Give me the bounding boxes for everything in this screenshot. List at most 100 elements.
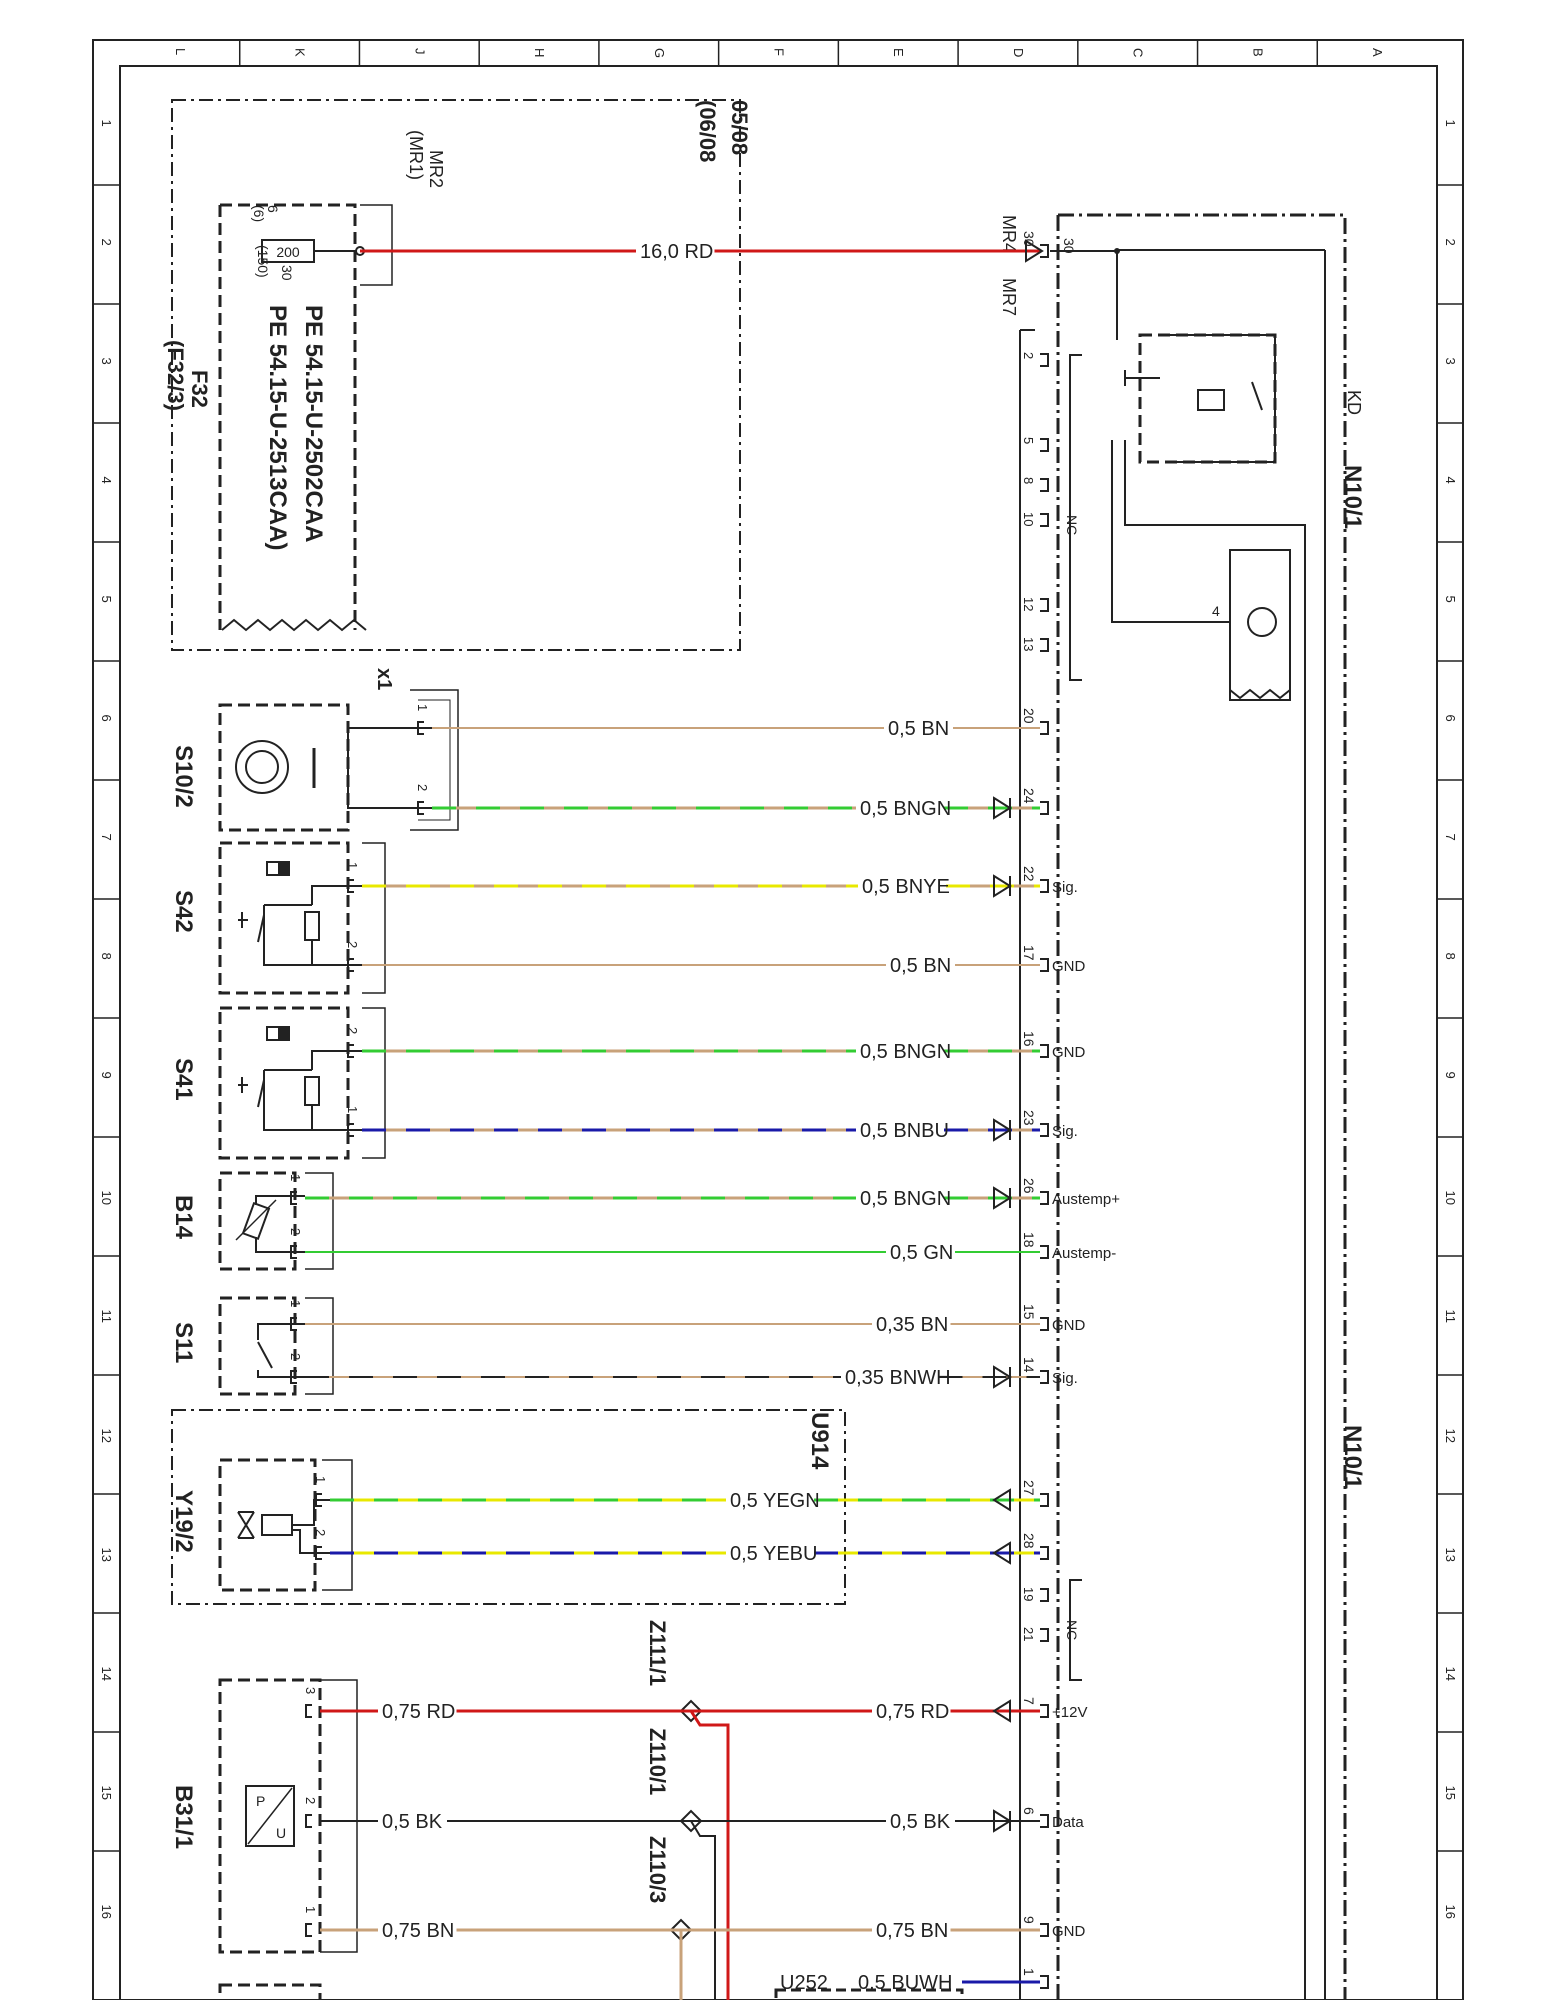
splice-z111-1-branch [689,1710,730,2000]
column-label-j: J [412,48,427,55]
wire-label: 0,35 BN [876,1314,948,1336]
row-label-right-8: 8 [1443,953,1458,960]
module-pin-terminal [1040,1317,1049,1331]
module-pin-number: 14 [1021,1357,1037,1373]
module-pin-terminal [1040,1493,1049,1507]
module-pin-number: 17 [1021,945,1037,961]
wire-left-label: 0,75 RD [382,1701,455,1723]
component-pin-number: 2 [313,1529,328,1536]
connector-mr7-label: MR7 [999,278,1019,316]
component-pin-number: 2 [415,784,430,791]
nc-pin-terminal [1040,513,1049,527]
sheet-ref-alt: (06/08 [695,100,720,162]
nc-pin-terminal [1040,638,1049,652]
row-label-right-11: 11 [1443,1310,1458,1324]
signal-label: Sig. [1052,1370,1078,1387]
s41-label: S41 [170,1058,197,1101]
wire-arrow [993,1365,1012,1389]
module-name-repeat: N10/1 [1339,1425,1366,1489]
module-pin-number: 24 [1021,788,1037,804]
row-label-left-2: 2 [99,239,114,246]
module-outline [1056,213,1347,2000]
signal-label: Austemp+ [1052,1191,1120,1208]
module-pin-number: 20 [1021,708,1037,724]
fuse-connector-label: MR2 [426,150,446,188]
s11-connector [305,1297,334,1395]
sheet-ref: 05/08 [727,100,752,155]
wire-arrow [992,1699,1011,1723]
component-pin-number: 2 [345,1027,360,1034]
row-label-right-6: 6 [1443,715,1458,722]
transistor-symbol [1247,607,1277,637]
signal-label: GND [1052,1923,1086,1940]
nc-pin-19: 19 [1021,1587,1036,1601]
row-label-left-14: 14 [99,1667,114,1681]
wire-label: 0,5 YEBU [730,1543,817,1565]
s41-resistor [304,1076,320,1106]
row-label-right-14: 14 [1443,1667,1458,1681]
b14-wiring [255,1195,305,1253]
relay-outline [1138,333,1277,464]
fuse-pin-top-alt: (6) [251,205,267,222]
wire-label: 0,5 BN [888,718,949,740]
fuse-holder-outline [218,203,357,630]
s41-outline [218,1006,350,1160]
nc-bracket-lower [1069,1579,1082,1681]
wire-label: 0,5 BNGN [860,798,951,820]
y19-2-label: Y19/2 [170,1490,197,1553]
row-label-right-5: 5 [1443,596,1458,603]
row-label-right-15: 15 [1443,1786,1458,1800]
component-pin-terminal [290,1370,297,1384]
row-label-left-9: 9 [99,1072,114,1079]
component-pin-terminal [417,721,424,735]
wire-arrow [993,796,1012,820]
component-pin-terminal [315,1546,322,1560]
wire-label: 0,5 BN [890,955,951,977]
feed-pin-30: 30 [1061,238,1077,254]
component-pin-terminal [305,1704,312,1718]
module-pin-number: 30 [1021,231,1037,247]
signal-label: Sig. [1052,1123,1078,1140]
b14-thermistor [241,1201,271,1241]
s42-switch-arm [257,914,265,943]
fuse-bracket [360,204,393,286]
relay-output-line [1124,440,1306,2000]
module-pin-number: 1 [1021,1968,1037,1976]
row-label-left-16: 16 [99,1905,114,1919]
row-label-left-11: 11 [99,1310,114,1324]
component-s41: S41 [170,1006,386,1160]
b14-thermistor-arrow [235,1199,277,1241]
module-pin-number: 23 [1021,1110,1037,1126]
component-pin-terminal [347,958,354,972]
wire-label: 0,5 BNYE [862,876,950,898]
relay-coil [1197,389,1225,411]
splice-z110-1-branch [690,1820,716,2000]
row-label-left-4: 4 [99,477,114,484]
row-label-right-1: 1 [1443,120,1458,127]
component-s11: S11 [170,1296,334,1396]
fuse-box-f32: 200 05/08 (06/08 MR2 (MR1) 6 (6) 30 (150… [163,99,752,651]
component-pin-number: 2 [303,1797,318,1804]
transistor-box-break [1229,688,1291,700]
component-pin-terminal [290,1245,297,1259]
column-label-k: K [293,48,308,57]
module-pin-terminal [1040,1191,1049,1205]
s11-switch-arm [257,1341,273,1369]
wire-arrow [993,1118,1012,1142]
splice-z111-1-label: Z111/1 [645,1620,670,1686]
transistor-box [1229,549,1291,701]
module-pin-number: 9 [1021,1916,1037,1924]
component-pin-number: 3 [303,1687,318,1694]
column-label-c: C [1131,48,1146,57]
module-n10-1: 4 MR4 MR7 KD N10/1 N10/1 NC NC 258101213… [999,213,1366,2000]
component-b31-1: P U B31/1 [170,1678,358,2005]
module-pin-number: 27 [1021,1480,1037,1496]
fuse-connector-alt: (MR1) [406,130,426,180]
